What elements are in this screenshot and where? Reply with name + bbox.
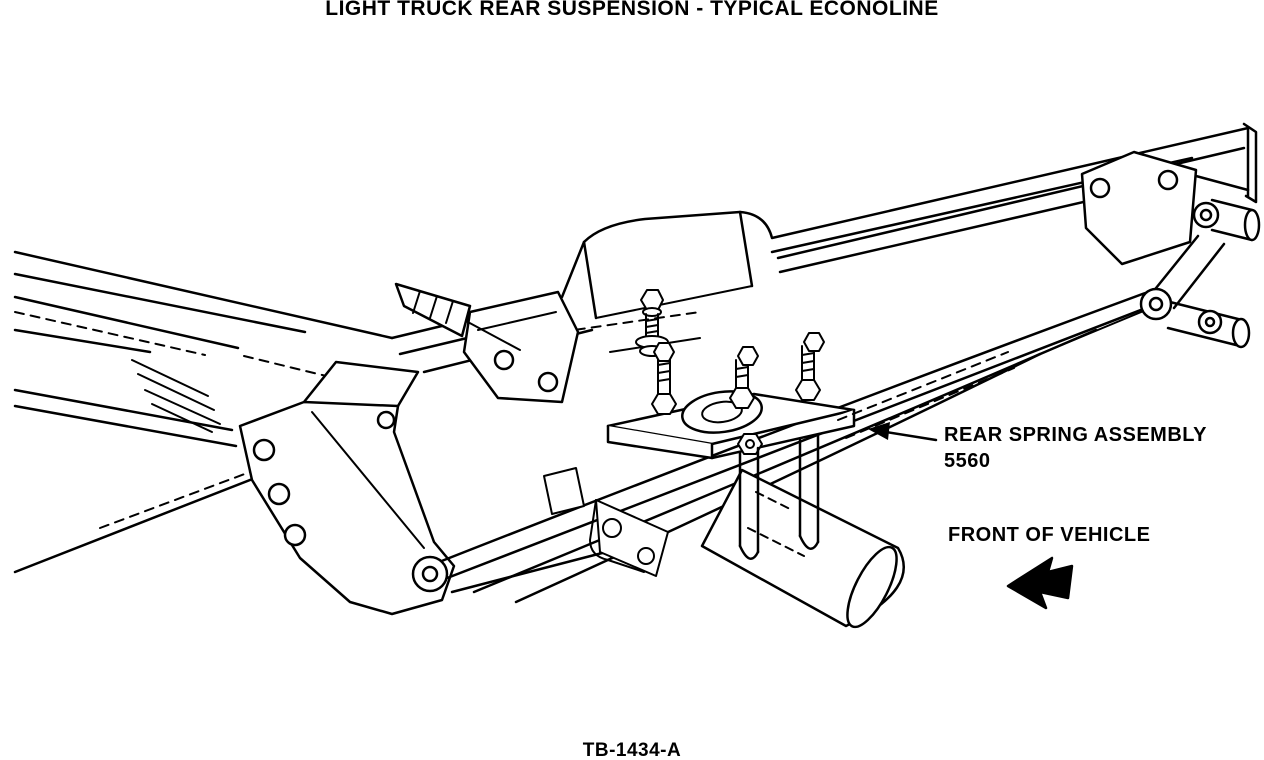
figure-code: TB-1434-A (582, 740, 682, 760)
bump-stop (394, 282, 521, 351)
shock-clamp (589, 499, 669, 577)
shackle-assembly (1080, 150, 1261, 349)
axle-tube (700, 468, 905, 629)
leaf-spring (411, 287, 1173, 604)
diagram-title: LIGHT TRUCK REAR SUSPENSION - TYPICAL EC… (325, 0, 939, 20)
callout-rear-spring-part-number: 5560 (944, 450, 991, 472)
spring-hanger-bracket (238, 360, 456, 616)
callout-rear-spring-assembly: REAR SPRING ASSEMBLY (944, 424, 1208, 446)
callout-front-of-vehicle: FRONT OF VEHICLE (948, 524, 1151, 546)
u-bolts (738, 434, 820, 560)
hidden-lines (837, 351, 1015, 439)
leader-arrow-icon (868, 422, 938, 442)
web-bracket (462, 290, 580, 404)
front-direction-arrow-icon (1006, 556, 1074, 610)
spring-seat-plate (606, 332, 856, 460)
